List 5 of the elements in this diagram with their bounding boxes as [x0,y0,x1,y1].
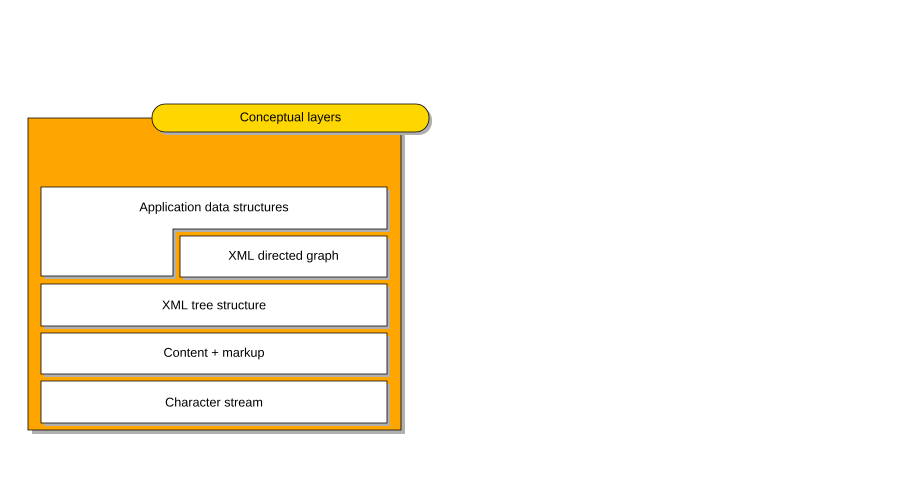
layer-box: Character stream [40,380,390,426]
layer-box: XML tree structure [40,284,390,329]
layer-box: Content + markup [40,332,390,377]
layer-box: XML directed graph [180,236,390,280]
title-tab: Conceptual layers [152,104,432,135]
